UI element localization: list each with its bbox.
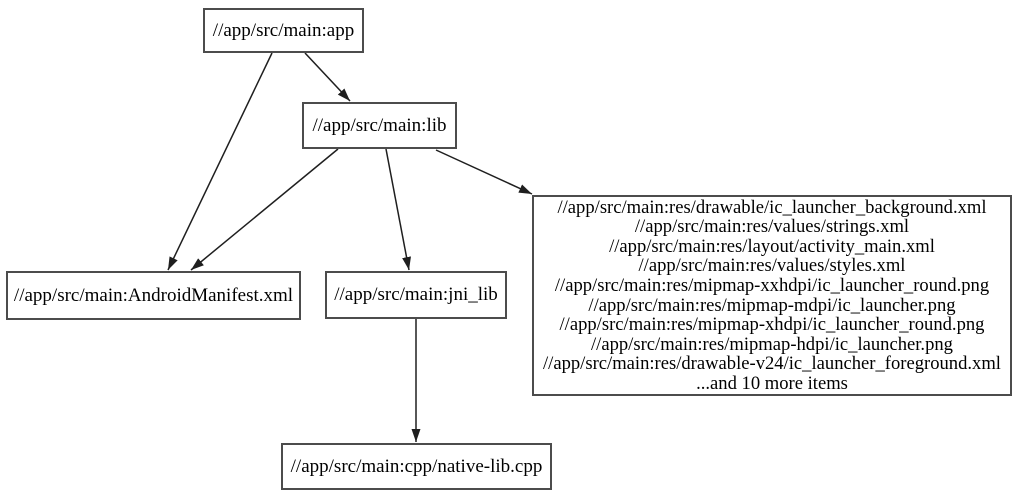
res-file-line: //app/src/main:res/drawable-v24/ic_launc… [543, 353, 1001, 375]
edge-lib-to-jni-lib [385, 148, 411, 271]
node-android-manifest-label: //app/src/main:AndroidManifest.xml [13, 284, 294, 306]
res-file-line: //app/src/main:res/mipmap-xxhdpi/ic_laun… [554, 274, 990, 296]
node-app-label: //app/src/main:app [212, 19, 355, 41]
node-native-lib-cpp: //app/src/main:cpp/native-lib.cpp [281, 443, 552, 490]
res-file-line: //app/src/main:res/values/styles.xml [638, 255, 906, 277]
node-jni-lib: //app/src/main:jni_lib [325, 271, 507, 319]
res-file-line: //app/src/main:res/drawable/ic_launcher_… [557, 196, 987, 218]
node-app: //app/src/main:app [203, 8, 364, 53]
res-file-line: //app/src/main:res/values/strings.xml [634, 216, 910, 238]
edge-app-to-lib [304, 52, 351, 102]
node-native-lib-cpp-label: //app/src/main:cpp/native-lib.cpp [290, 455, 543, 477]
edge-lib-to-res-files [435, 149, 533, 195]
res-file-line: //app/src/main:res/mipmap-hdpi/ic_launch… [591, 333, 953, 355]
node-android-manifest: //app/src/main:AndroidManifest.xml [6, 271, 301, 320]
res-file-line: //app/src/main:res/mipmap-xhdpi/ic_launc… [559, 314, 985, 336]
edge-app-to-manifest [167, 52, 273, 271]
res-file-line: //app/src/main:res/mipmap-mdpi/ic_launch… [588, 294, 956, 316]
node-lib-label: //app/src/main:lib [312, 114, 447, 136]
node-jni-lib-label: //app/src/main:jni_lib [334, 284, 498, 305]
edge-lib-to-manifest [190, 148, 339, 271]
node-lib: //app/src/main:lib [302, 102, 457, 149]
res-files-more-items: ...and 10 more items [696, 372, 848, 394]
res-file-line: //app/src/main:res/layout/activity_main.… [609, 235, 935, 257]
node-res-files: //app/src/main:res/drawable/ic_launcher_… [532, 195, 1012, 396]
